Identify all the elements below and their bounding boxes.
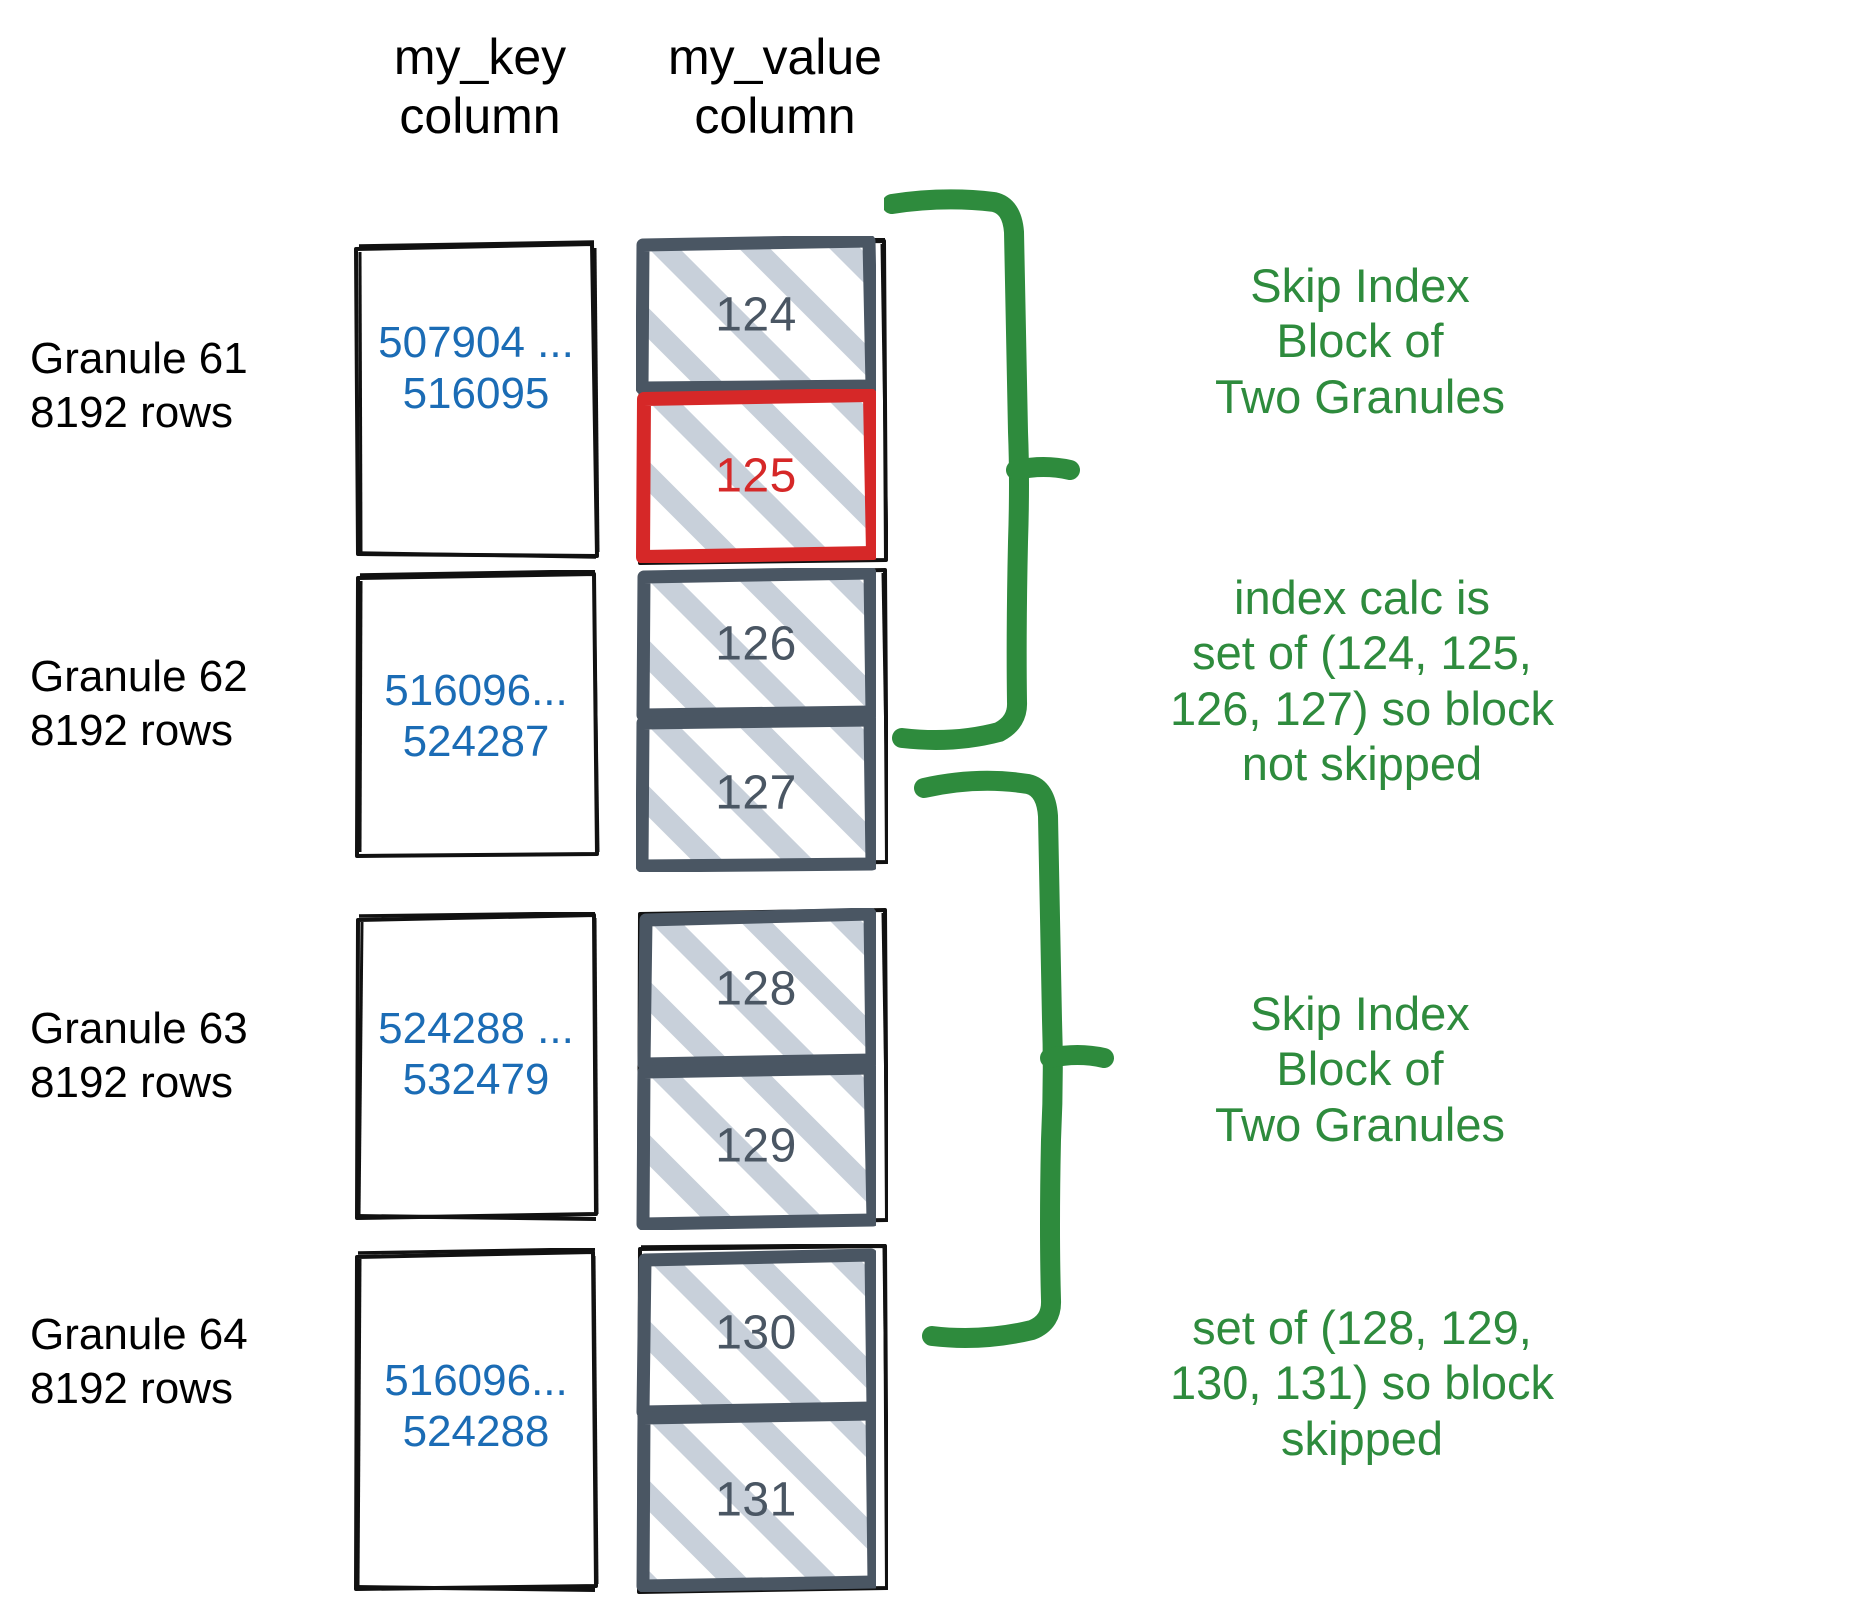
key-range-granule-64: 516096... 524288	[384, 1356, 568, 1456]
value-text-130: 130	[715, 1306, 797, 1360]
granule-label-62: Granule 62 8192 rows	[30, 652, 248, 755]
value-cell-124: 124	[636, 236, 876, 394]
key-range-granule-61: 507904 ... 516095	[378, 318, 574, 418]
value-text-129: 129	[715, 1119, 797, 1173]
key-box-granule-64: 516096... 524288	[352, 1248, 600, 1593]
column-header-my-key: my_key column	[393, 29, 567, 144]
value-text-131: 131	[715, 1473, 797, 1527]
value-group-granule-64: 130 131	[636, 1244, 888, 1596]
key-range-granule-63: 524288 ... 532479	[378, 1004, 574, 1104]
value-text-124: 124	[715, 288, 797, 342]
skip-index-bracket-2	[914, 770, 1114, 1348]
granule-label-64: Granule 64 8192 rows	[30, 1310, 248, 1413]
value-cell-125: 125	[636, 389, 876, 563]
value-cell-127: 127	[636, 714, 876, 872]
key-box-granule-63: 524288 ... 532479	[352, 912, 600, 1222]
key-range-granule-62: 516096... 524287	[384, 666, 568, 766]
annotation-set-of-skipped: set of (128, 129, 130, 131) so block ski…	[1169, 1301, 1555, 1465]
value-cell-131: 131	[636, 1408, 876, 1592]
value-cell-126: 126	[636, 568, 876, 720]
key-box-granule-61: 507904 ... 516095	[352, 240, 600, 560]
value-text-128: 128	[715, 962, 797, 1016]
skip-index-bracket-1	[884, 189, 1080, 750]
column-header-my-value: my_value column	[668, 29, 882, 144]
value-text-126: 126	[715, 617, 797, 671]
granule-label-61: Granule 61 8192 rows	[30, 334, 248, 437]
annotation-index-calc-not-skipped: index calc is set of (124, 125, 126, 127…	[1169, 571, 1555, 791]
value-cell-128: 128	[636, 908, 876, 1070]
value-cell-129: 129	[636, 1062, 876, 1230]
value-text-125: 125	[715, 449, 797, 503]
value-group-granule-62: 126 127	[636, 568, 888, 872]
value-group-granule-63: 128 129	[636, 908, 888, 1230]
annotation-skip-index-block-2: Skip Index Block of Two Granules	[1215, 987, 1505, 1151]
granule-label-63: Granule 63 8192 rows	[30, 1004, 248, 1107]
value-group-granule-61: 124 125	[636, 236, 888, 566]
annotation-skip-index-block-1: Skip Index Block of Two Granules	[1215, 259, 1505, 423]
value-cell-130: 130	[636, 1248, 876, 1418]
value-text-127: 127	[715, 766, 797, 820]
key-box-granule-62: 516096... 524287	[352, 570, 600, 860]
